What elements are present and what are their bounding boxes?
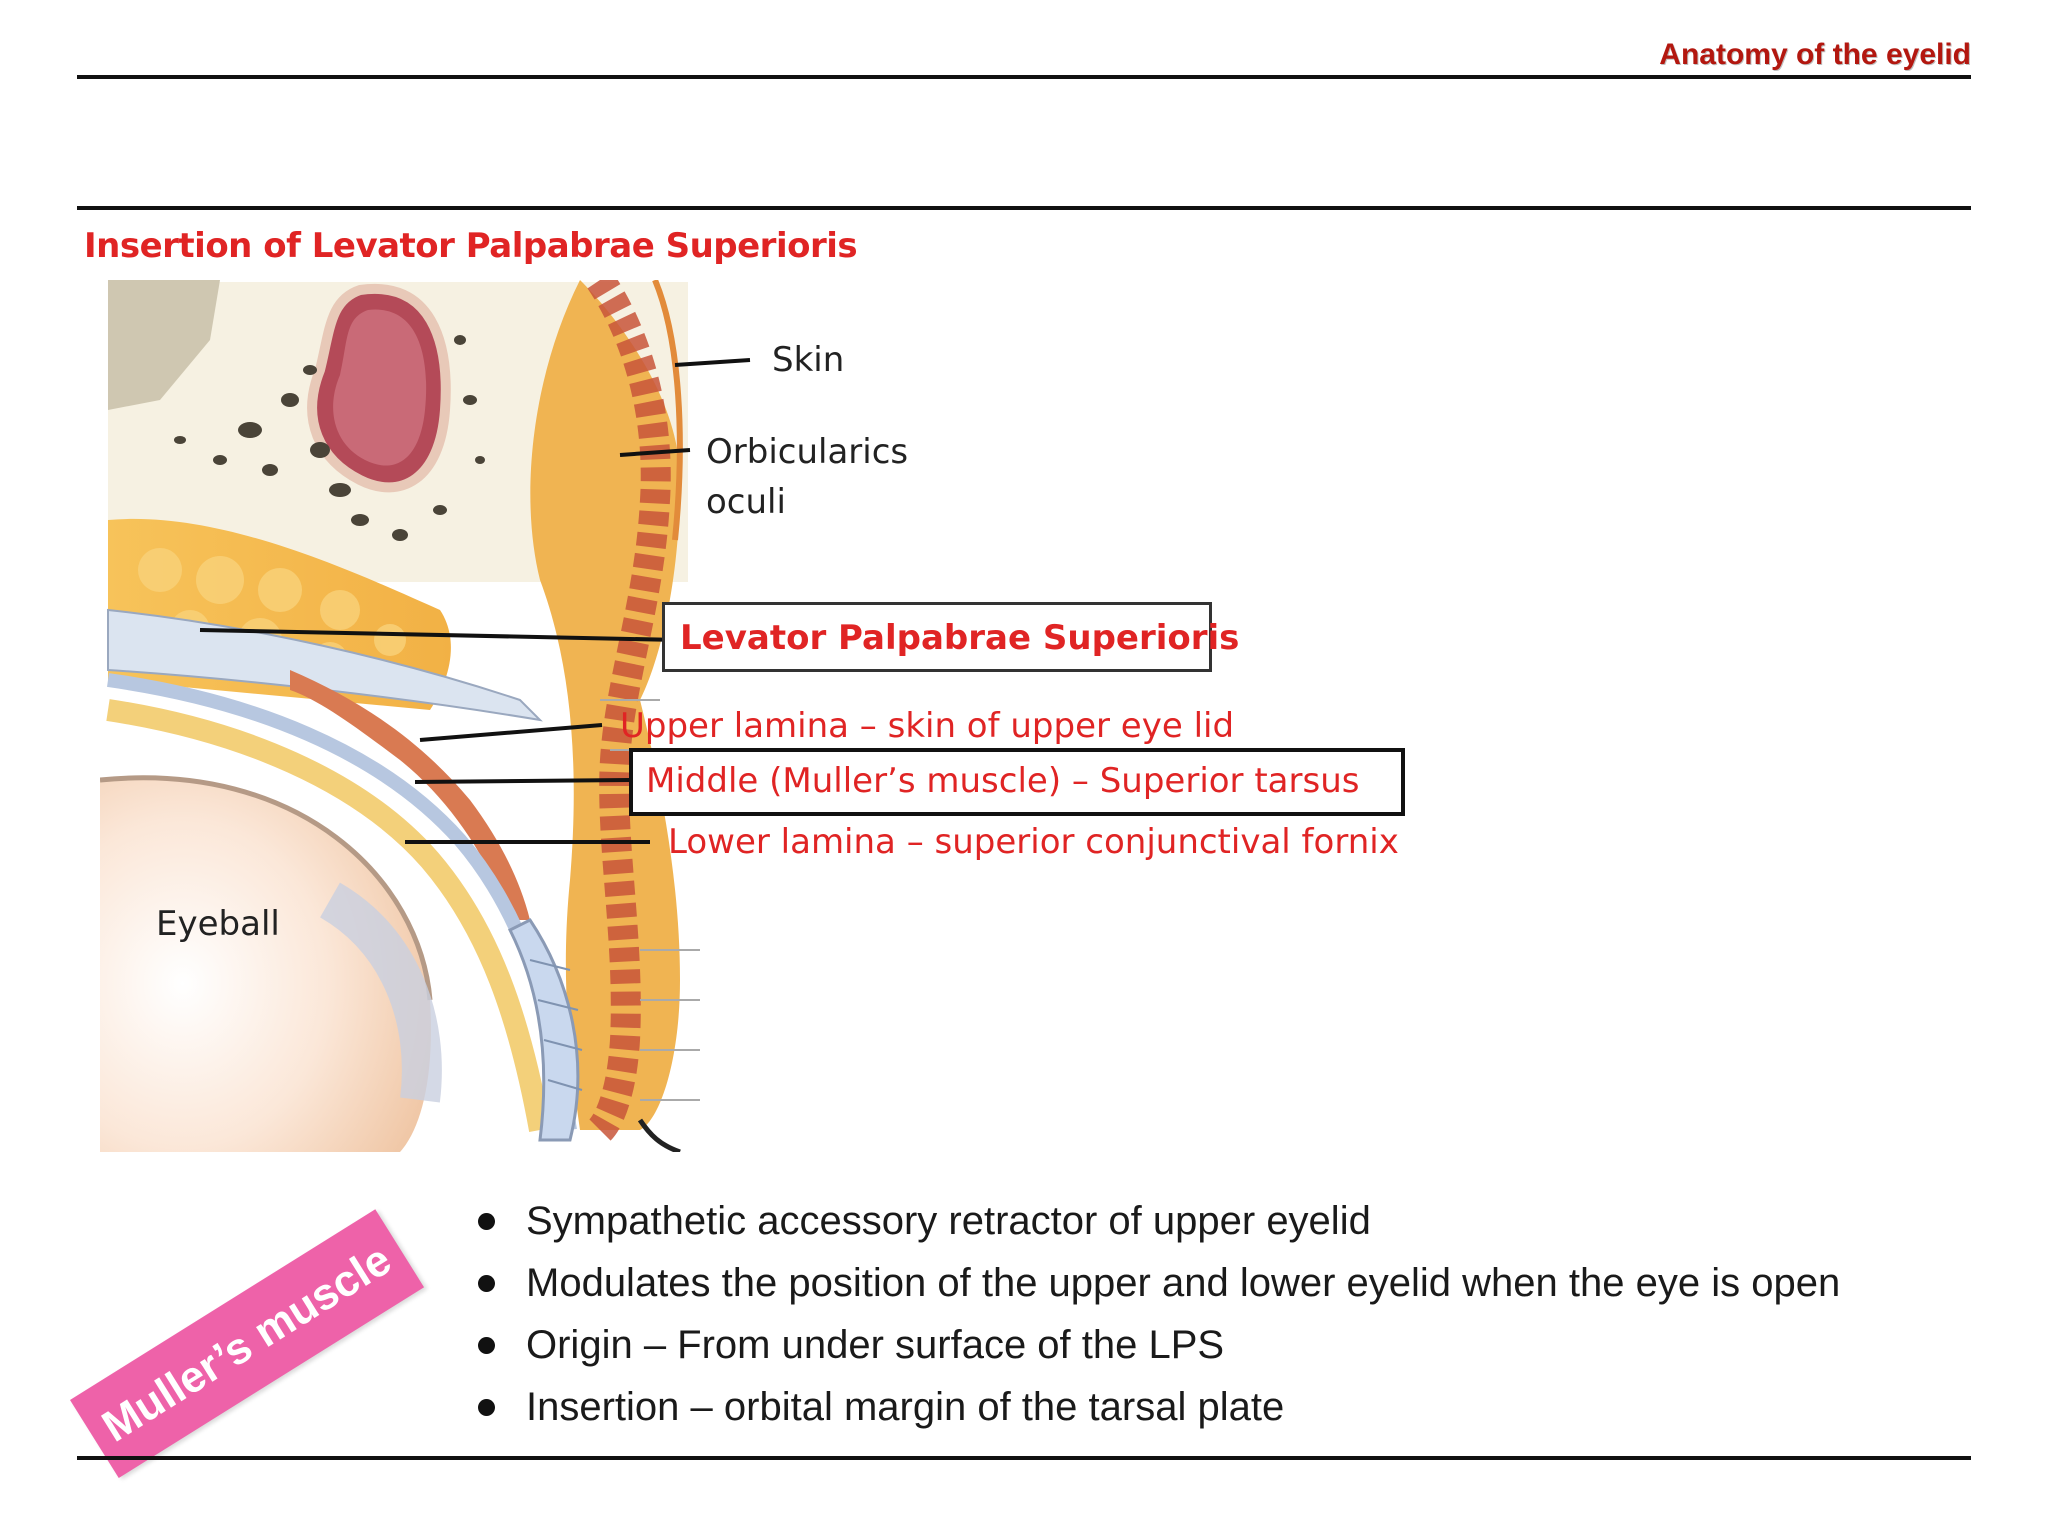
middle-label-box xyxy=(629,748,1405,816)
muller-facts-list: Sympathetic accessory retractor of upper… xyxy=(478,1195,1840,1443)
label-lower-lamina: Lower lamina – superior conjunctival for… xyxy=(668,822,1399,862)
footer-divider xyxy=(77,1456,1971,1460)
list-item: Sympathetic accessory retractor of upper… xyxy=(478,1195,1840,1257)
label-upper-lamina: Upper lamina – skin of upper eye lid xyxy=(620,706,1235,746)
label-skin: Skin xyxy=(772,340,845,380)
list-item: Insertion – orbital margin of the tarsal… xyxy=(478,1381,1840,1443)
figure-title: Insertion of Levator Palpabrae Superiori… xyxy=(84,226,858,266)
label-middle-muller: Middle (Muller’s muscle) – Superior tars… xyxy=(646,761,1360,801)
header-divider xyxy=(77,75,1971,79)
label-orbicularis-line1: Orbicularics xyxy=(706,432,909,472)
label-eyeball: Eyeball xyxy=(156,904,280,944)
stamp-text: Muller’s muscle xyxy=(93,1234,400,1452)
eyelid-cross-section-illustration xyxy=(100,280,751,1152)
list-item: Modulates the position of the upper and … xyxy=(478,1257,1840,1319)
list-item: Origin – From under surface of the LPS xyxy=(478,1319,1840,1381)
label-lps: Levator Palpabrae Superioris xyxy=(680,618,1240,658)
header-title: Anatomy of the eyelid xyxy=(1659,38,1971,71)
section-divider xyxy=(77,206,1971,210)
lps-label-box xyxy=(662,602,1212,672)
label-orbicularis-line2: oculi xyxy=(706,482,786,522)
